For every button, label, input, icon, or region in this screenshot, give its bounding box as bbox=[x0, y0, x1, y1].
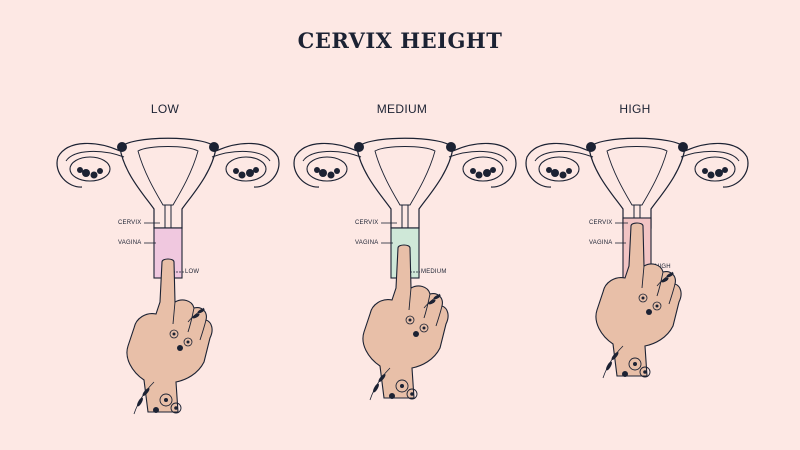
panel-high-label: HIGH bbox=[619, 102, 651, 116]
panel-low-position-label: LOW bbox=[185, 269, 200, 275]
panel-low-cervix-label: CERVIX bbox=[118, 220, 142, 226]
panel-medium-label: MEDIUM bbox=[376, 102, 428, 116]
panel-high-vagina-label: VAGINA bbox=[589, 240, 613, 246]
panel-low-vagina-label: VAGINA bbox=[118, 240, 142, 246]
page-title: CERVIX HEIGHT bbox=[297, 28, 503, 53]
panel-low-uterus bbox=[56, 137, 280, 229]
panel-medium-position-label: MEDIUM bbox=[421, 269, 447, 275]
panel-high-position-label: HIGH bbox=[655, 264, 671, 270]
panel-low-label: LOW bbox=[150, 102, 180, 116]
panel-high-uterus bbox=[525, 137, 749, 229]
panel-high-hand bbox=[595, 222, 682, 379]
panel-medium-hand bbox=[362, 244, 449, 401]
panel-low-hand bbox=[126, 258, 213, 415]
panel-high bbox=[525, 137, 749, 379]
panel-high-cervix-label: CERVIX bbox=[589, 220, 613, 226]
panel-medium-vagina-label: VAGINA bbox=[355, 240, 379, 246]
panel-low bbox=[56, 137, 280, 415]
panel-medium-cervix-label: CERVIX bbox=[355, 220, 379, 226]
panel-medium bbox=[293, 137, 517, 401]
panel-medium-uterus bbox=[293, 137, 517, 229]
